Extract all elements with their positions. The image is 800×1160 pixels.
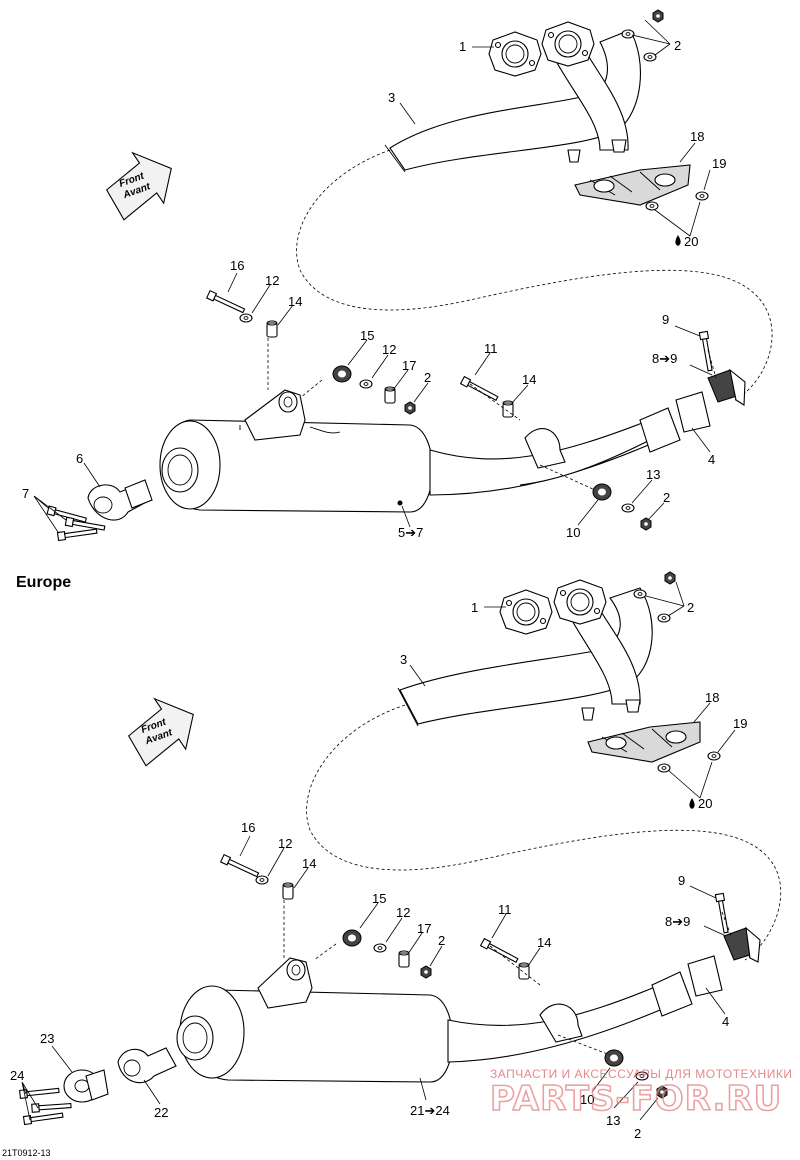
callout-label: 17 [402, 358, 416, 373]
direction-arrow-icon: Front Avant [97, 141, 183, 223]
callout-label: 18 [690, 129, 704, 144]
callout-label: 20 [698, 796, 712, 811]
diagram-europe: Front Avant [19, 571, 782, 1126]
callout-label: 4 [722, 1014, 729, 1029]
callout-label: 13 [606, 1113, 620, 1128]
callout-label: 1 [471, 600, 478, 615]
watermark-tagline: ЗАПЧАСТИ И АКСЕССУАРЫ ДЛЯ МОТОТЕХНИКИ [490, 1067, 792, 1081]
callout-label: 23 [40, 1031, 54, 1046]
callout-label: 14 [522, 372, 536, 387]
callout-label: 11 [498, 902, 512, 917]
europe-heading: Europe [16, 574, 71, 591]
callout-label: 20 [684, 234, 698, 249]
callout-label: 10 [580, 1092, 594, 1107]
watermark: ЗАПЧАСТИ И АКСЕССУАРЫ ДЛЯ МОТОТЕХНИКИ PA… [489, 1067, 792, 1120]
drawing-reference: 21T0912-13 [2, 1148, 51, 1158]
callout-label: 19 [733, 716, 747, 731]
callout-label: 16 [230, 258, 244, 273]
callout-label: 12 [278, 836, 292, 851]
callout-label: 15 [372, 891, 386, 906]
callouts-europe: 1 2 3 18 19 20 16 12 14 15 12 17 2 11 14… [10, 600, 747, 1141]
callout-label: 13 [646, 467, 660, 482]
direction-arrow-icon: Front Avant [119, 687, 205, 769]
callout-label: 2 [674, 38, 681, 53]
callout-label: 3 [400, 652, 407, 667]
diagram-standard: Front Avant [33, 9, 773, 542]
callout-label: 12 [382, 342, 396, 357]
callout-label: 16 [241, 820, 255, 835]
callout-label: 10 [566, 525, 580, 540]
oil-drop-icon [675, 235, 681, 246]
callout-label: 2 [634, 1126, 641, 1141]
callout-label: 21➔24 [410, 1103, 450, 1118]
callout-label: 8➔9 [665, 914, 690, 929]
callout-label: 17 [417, 921, 431, 936]
callout-label: 2 [687, 600, 694, 615]
callout-label: 9 [662, 312, 669, 327]
callout-label: 14 [288, 294, 302, 309]
oil-drop-icon [689, 798, 695, 809]
callout-label: 14 [302, 856, 316, 871]
callout-label: 2 [424, 370, 431, 385]
callout-label: 12 [265, 273, 279, 288]
watermark-logo: PARTS-FOR.RU [490, 1079, 782, 1119]
callout-label: 2 [663, 490, 670, 505]
callout-label: 18 [705, 690, 719, 705]
callout-label: 2 [438, 933, 445, 948]
callout-label: 1 [459, 39, 466, 54]
callout-label: 8➔9 [652, 351, 677, 366]
callout-label: 6 [76, 451, 83, 466]
callout-label: 19 [712, 156, 726, 171]
callouts-standard: 1 2 3 18 19 20 16 12 14 15 12 17 2 11 14… [22, 38, 726, 540]
callout-label: 12 [396, 905, 410, 920]
callout-label: 15 [360, 328, 374, 343]
callout-label: 9 [678, 873, 685, 888]
callout-label: 7 [22, 486, 29, 501]
callout-label: 4 [708, 452, 715, 467]
callout-label: 22 [154, 1105, 168, 1120]
callout-label: 5➔7 [398, 525, 423, 540]
callout-label: 11 [484, 341, 498, 356]
callout-label: 3 [388, 90, 395, 105]
callout-label: 24 [10, 1068, 24, 1083]
callout-label: 14 [537, 935, 551, 950]
